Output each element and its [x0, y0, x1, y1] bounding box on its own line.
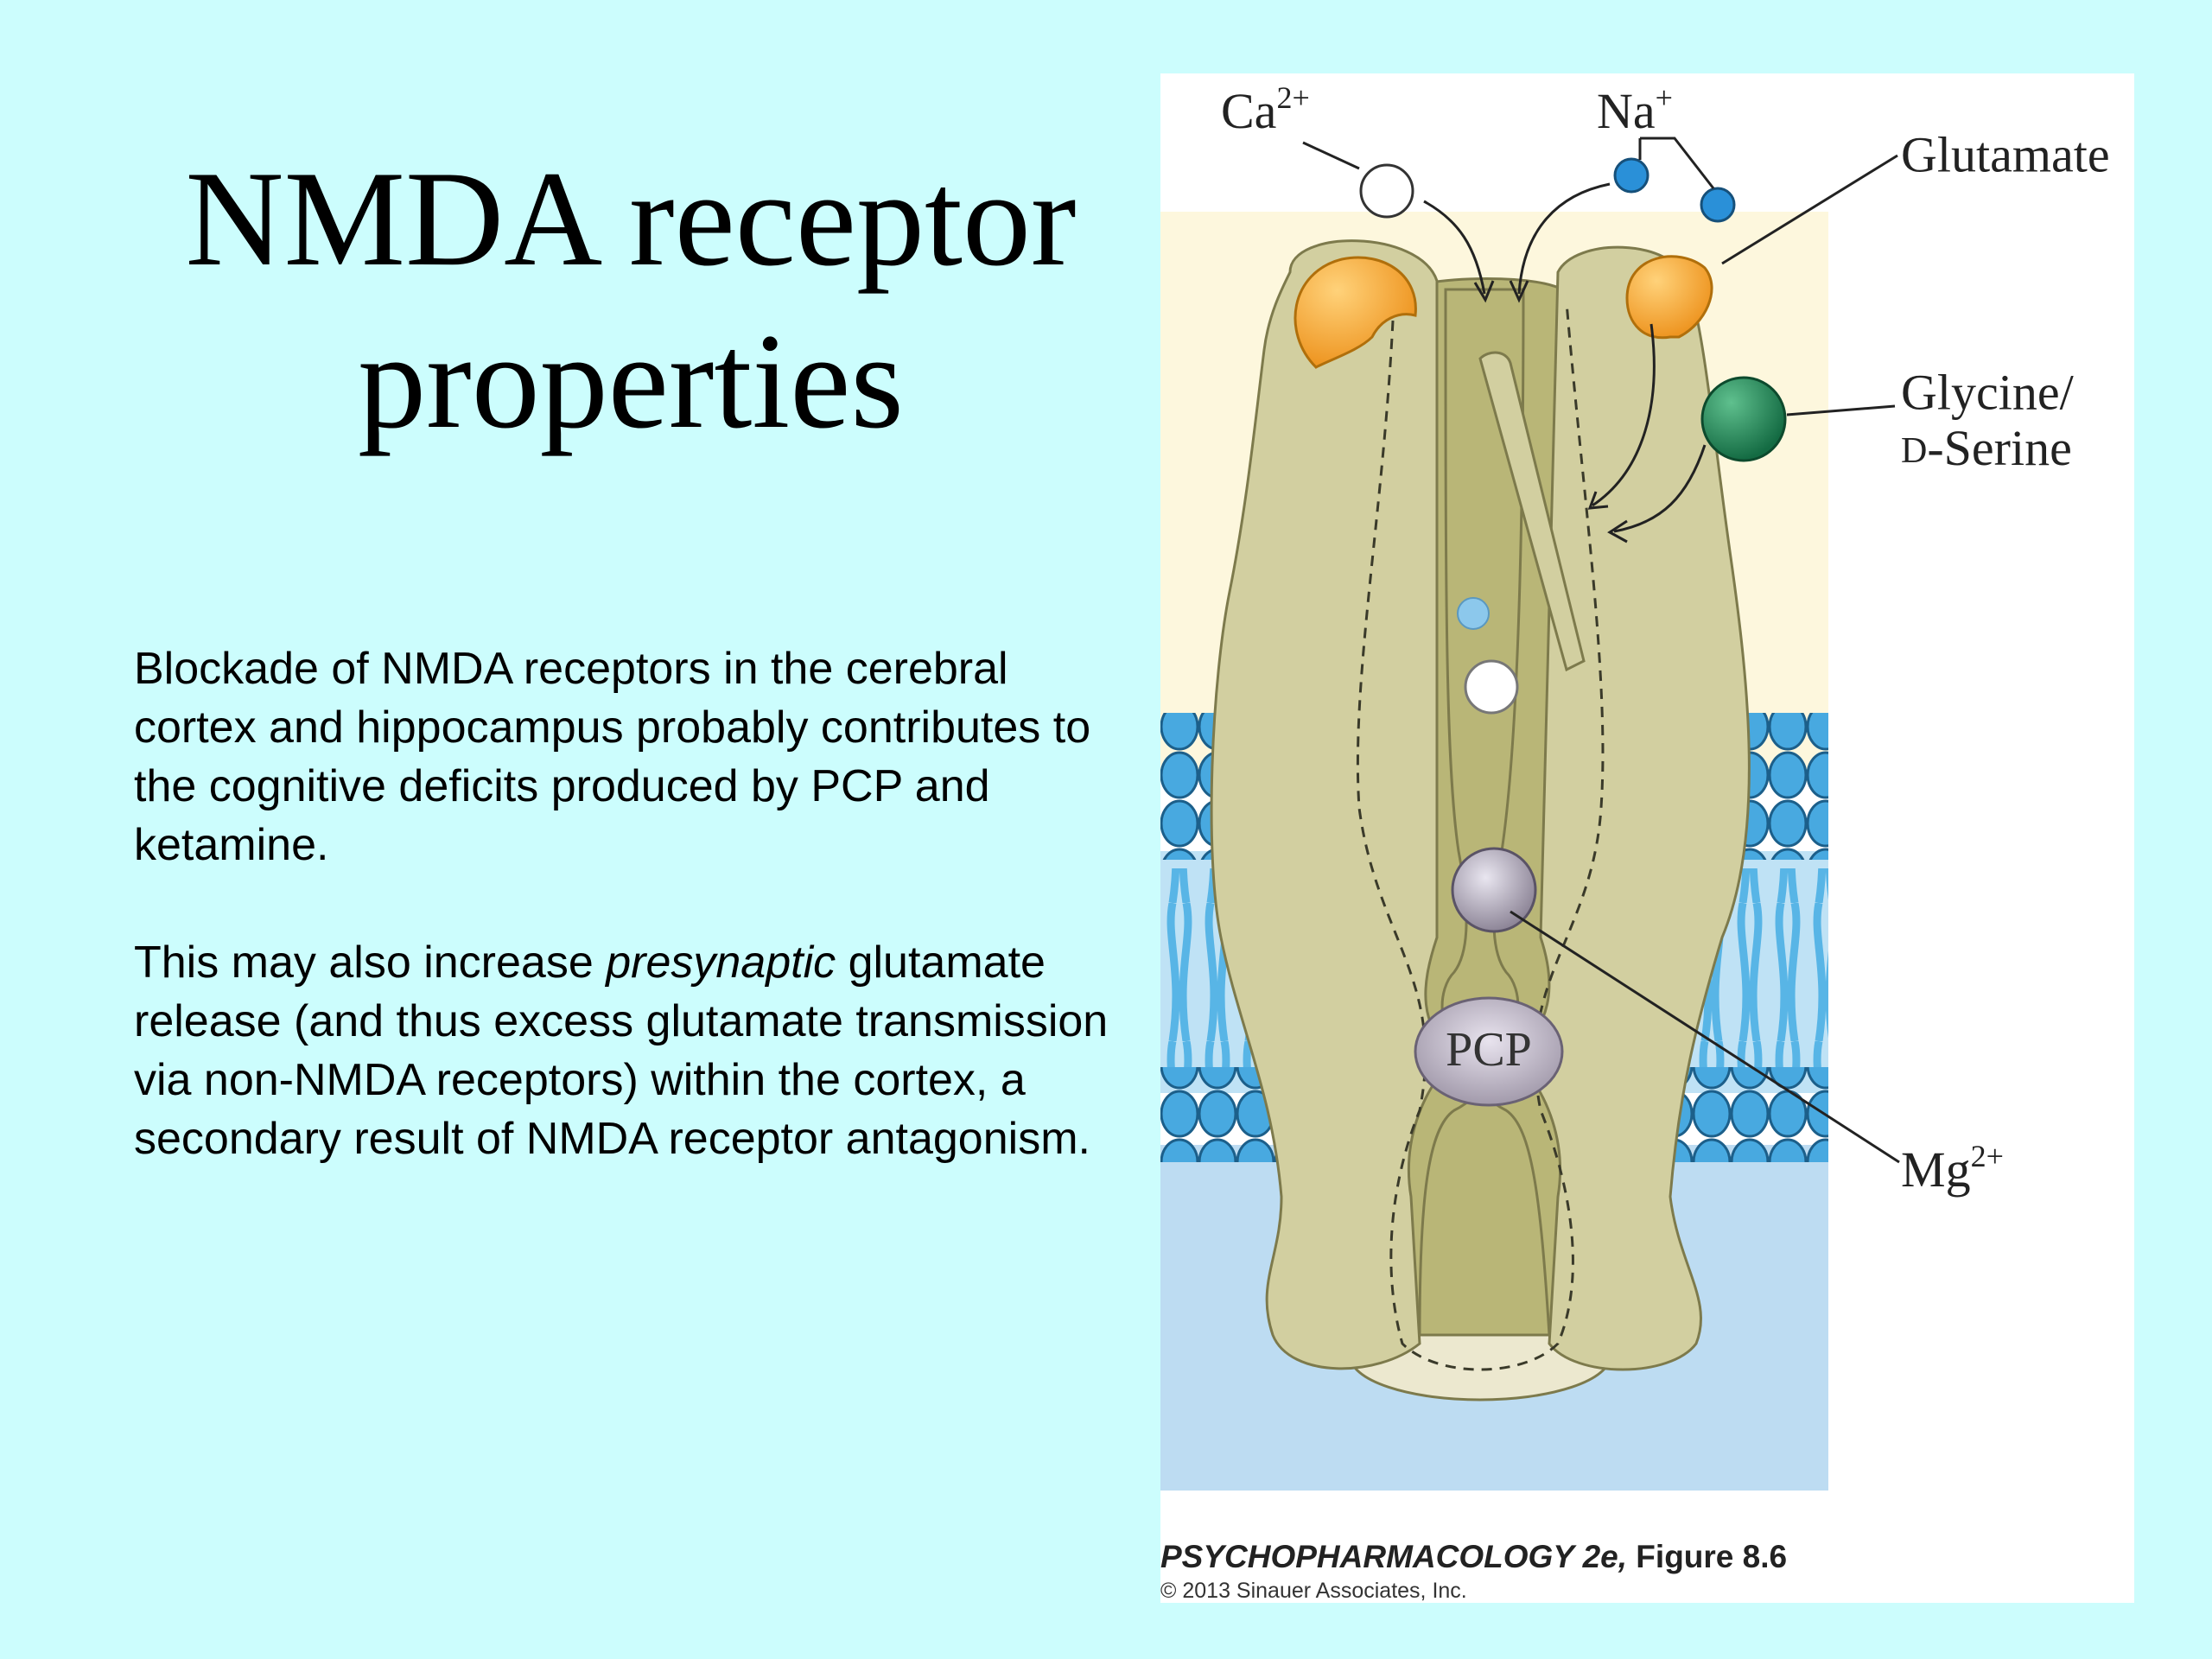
glutamate-leader — [1721, 154, 1898, 265]
glycine-label: Glycine/ — [1901, 364, 2075, 420]
slide-title: NMDA receptor properties — [112, 138, 1149, 463]
glycine-action-arrow — [1613, 444, 1707, 533]
calcium-leader — [1302, 141, 1360, 170]
calcium-label: Ca2+ — [1221, 80, 1310, 139]
figure-caption: PSYCHOPHARMACOLOGY 2e, Figure 8.6 © 2013… — [1160, 1538, 2134, 1605]
paragraph-2-end: glutamate release (and thus excess gluta… — [134, 938, 1109, 1164]
paragraph-2-italic: presynaptic — [606, 938, 836, 988]
pcp-label: PCP — [1446, 1023, 1532, 1077]
paragraph-2: This may also increase presynaptic gluta… — [134, 933, 1119, 1168]
channel-flap — [1478, 351, 1586, 672]
pcp-molecule — [1414, 996, 1564, 1107]
caption-book-title: PSYCHOPHARMACOLOGY 2e, — [1160, 1539, 1628, 1574]
glutamate-site-left — [1294, 256, 1417, 369]
sodium-ion-1 — [1613, 157, 1649, 194]
glycine-leader — [1786, 404, 1896, 416]
sodium-ion-in-pore — [1457, 597, 1490, 630]
calcium-ion-in-pore — [1464, 659, 1519, 715]
glycine-site — [1700, 376, 1787, 462]
left-subunit — [1210, 239, 1457, 1370]
magnesium-leader — [1510, 910, 1900, 1164]
body-text: Blockade of NMDA receptors in the cerebr… — [134, 639, 1119, 1227]
caption-title: PSYCHOPHARMACOLOGY 2e, Figure 8.6 — [1160, 1538, 2134, 1576]
magnesium-ion — [1451, 847, 1537, 933]
paragraph-1: Blockade of NMDA receptors in the cerebr… — [134, 644, 1091, 870]
glutamate-site-right — [1625, 255, 1713, 340]
calcium-arrow — [1423, 200, 1486, 295]
sodium-label: Na+ — [1597, 80, 1673, 139]
receptor-diagram: Ca2+ Na+ Glutamate Glycine/ D-Serine Mg2… — [1160, 80, 2110, 1491]
right-subunit — [1512, 245, 1751, 1371]
title-line-1: NMDA receptor — [185, 143, 1077, 295]
dserine-label: D-Serine — [1901, 420, 2072, 476]
dashed-outline — [1356, 302, 1605, 1371]
sodium-arrow — [1517, 182, 1611, 295]
glutamate-action-arrow — [1592, 323, 1656, 507]
caption-copyright: © 2013 Sinauer Associates, Inc. — [1160, 1579, 1467, 1603]
glutamate-label: Glutamate — [1901, 126, 2110, 182]
title-line-2: properties — [358, 306, 904, 457]
calcium-ion — [1359, 163, 1414, 219]
sodium-leader-2 — [1640, 137, 1715, 189]
paragraph-2-start: This may also increase — [134, 938, 607, 988]
magnesium-label: Mg2+ — [1901, 1139, 2004, 1198]
caption-figure-number: Figure 8.6 — [1627, 1539, 1788, 1574]
nmda-receptor-figure: Ca2+ Na+ Glutamate Glycine/ D-Serine Mg2… — [1160, 73, 2134, 1603]
sodium-ion-2 — [1700, 187, 1736, 223]
